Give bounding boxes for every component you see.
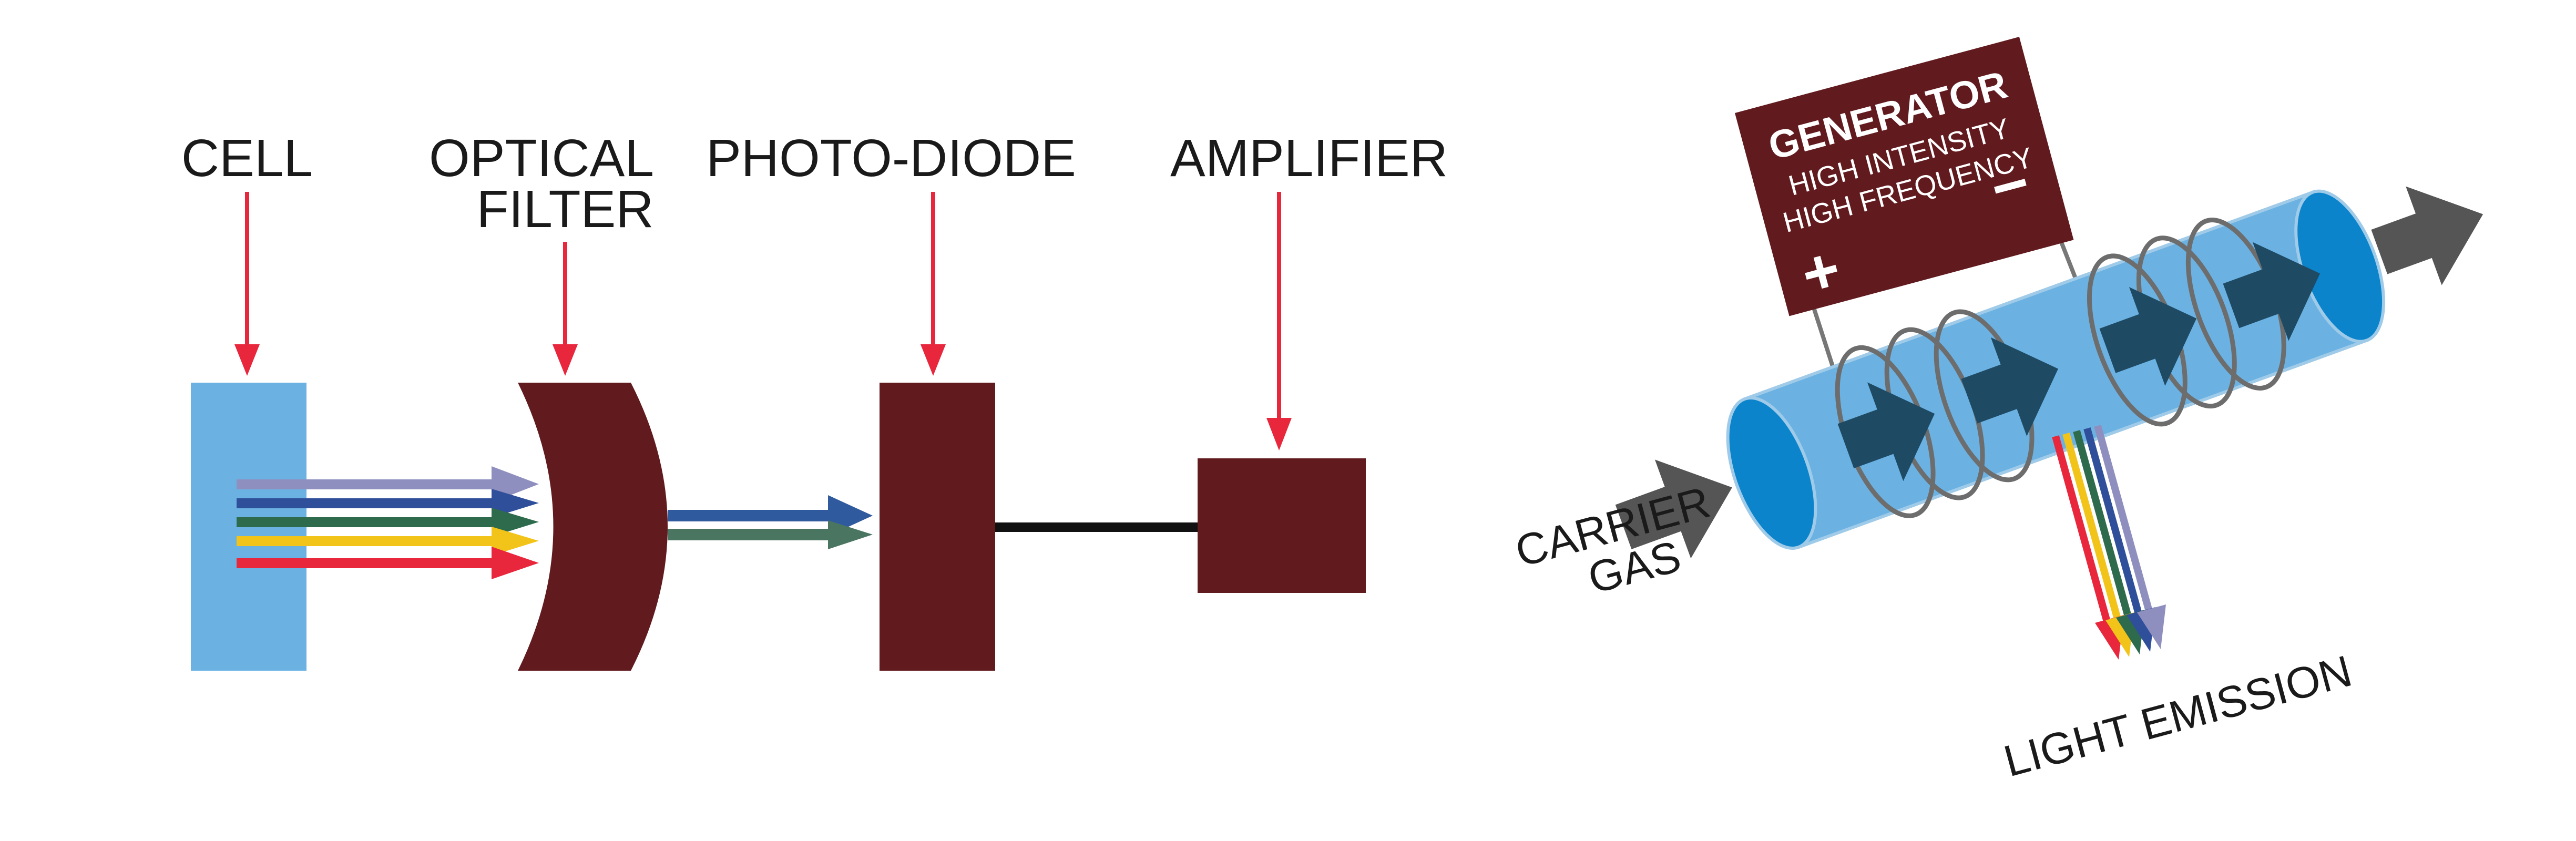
flow-arrow-3 xyxy=(2099,287,2197,386)
cell-pointer-arrowhead xyxy=(234,344,260,376)
spectrum-arrowhead-green xyxy=(492,508,539,537)
detector-diagram: CELL OPTICAL FILTER PHOTO-DIODE AMPLIFIE… xyxy=(181,129,1448,671)
generator-box: GENERATOR HIGH INTENSITY HIGH FREQUENCY … xyxy=(1735,37,2074,316)
flow-arrow-1 xyxy=(1837,382,1935,481)
cell-label: CELL xyxy=(181,129,313,188)
filtered-arrows xyxy=(668,495,873,549)
spectrum-arrow-red xyxy=(237,558,494,568)
spectrum-arrowhead-red xyxy=(492,547,539,579)
amplifier-block xyxy=(1198,458,1366,593)
filter-pointer-arrowhead xyxy=(553,344,578,376)
flow-arrow-2 xyxy=(1961,337,2059,436)
generator-panel xyxy=(1735,37,2074,316)
optical-filter-label-line1: OPTICAL xyxy=(429,129,654,188)
signal-wire xyxy=(995,522,1198,532)
amplifier-label: AMPLIFIER xyxy=(1170,129,1448,188)
optical-filter-label-line2: FILTER xyxy=(476,180,653,239)
optical-filter-lens xyxy=(518,383,668,671)
light-emission-label-text: LIGHT EMISSION xyxy=(1999,646,2357,786)
pointer-arrows xyxy=(234,192,1292,450)
flow-arrow-4 xyxy=(2223,242,2321,341)
light-emission-rays xyxy=(2052,425,2154,627)
plasma-tube xyxy=(1615,186,2483,559)
filtered-arrow-green xyxy=(668,529,836,540)
light-emission-label: LIGHT EMISSION xyxy=(1999,646,2357,786)
photo-diode-label: PHOTO-DIODE xyxy=(706,129,1076,188)
tube-end-near xyxy=(1726,396,1817,550)
spectrum-arrows xyxy=(237,466,539,579)
spectrum-arrowhead-blue xyxy=(492,489,539,518)
exhaust-outlet-arrow xyxy=(2371,186,2483,285)
light-emission-arrowheads xyxy=(2095,604,2166,660)
spectrum-arrow-green xyxy=(237,517,494,527)
plasma-emission-diagram: GENERATOR HIGH INTENSITY HIGH FREQUENCY … xyxy=(1510,37,2483,786)
spectrum-arrowhead-yellow xyxy=(492,527,539,556)
spectrum-arrow-yellow xyxy=(237,536,494,546)
photo-diode-pointer-arrowhead xyxy=(921,344,946,376)
carrier-gas-inlet-arrow xyxy=(1615,459,1732,559)
photo-diode-block xyxy=(880,383,995,671)
flow-arrows-inside xyxy=(1837,242,2321,481)
spectrum-arrow-blue xyxy=(237,498,494,508)
filtered-arrow-blue xyxy=(668,510,836,521)
amplifier-pointer-arrowhead xyxy=(1266,418,1292,450)
spectrum-arrow-violet xyxy=(237,479,494,489)
filtered-arrowhead-green xyxy=(828,520,873,549)
